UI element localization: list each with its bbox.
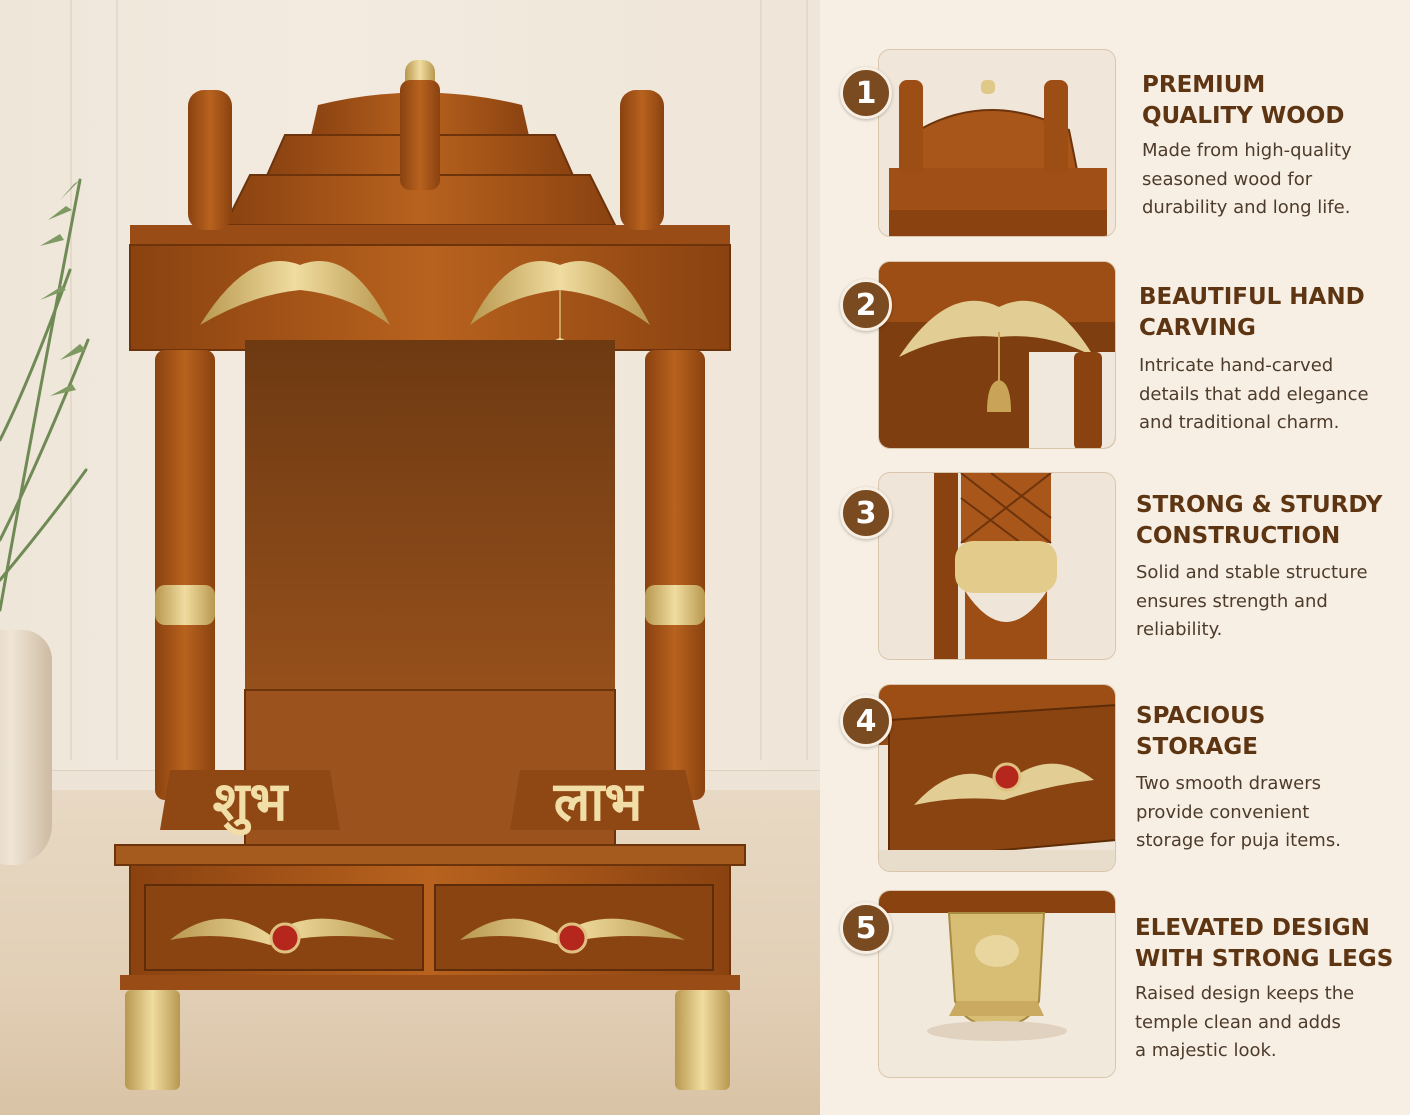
product-hero: शुभ लाभ (0, 0, 820, 1115)
plant-pot (0, 630, 52, 865)
feature-desc-line: ensures strength and (1136, 590, 1328, 612)
feature-desc-line: seasoned wood for (1142, 168, 1313, 190)
feature-desc-line: temple clean and adds (1135, 1011, 1341, 1033)
feature-item: 3 STRONG & STURDY CONSTRUCTION Solid and… (820, 472, 1410, 662)
feature-number-badge: 3 (840, 487, 892, 539)
feature-number-badge: 4 (840, 695, 892, 747)
feature-desc-line: Raised design keeps the (1135, 983, 1355, 1004)
feature-item: 4 SPACIOUS STORAGE Two smooth drawers pr… (820, 683, 1410, 873)
feature-desc-line: Made from high-quality (1142, 140, 1352, 161)
feature-description: Solid and stable structure ensures stren… (1136, 559, 1386, 645)
feature-title: PREMIUM QUALITY WOOD (1142, 70, 1410, 132)
feature-title-line: BEAUTIFUL HAND (1139, 284, 1365, 310)
feature-desc-line: Two smooth drawers (1136, 773, 1322, 794)
feature-image-pillar (878, 472, 1116, 660)
feature-title-line: STRONG & STURDY (1136, 492, 1383, 518)
feature-item: 1 PREMIUM QUALITY WOOD Made from high-qu… (820, 48, 1410, 238)
feature-item: 5 ELEVATED DESIGN WITH STRONG LEGS Raise… (820, 889, 1410, 1079)
feature-desc-line: a majestic look. (1135, 1040, 1277, 1061)
feature-title-line: CONSTRUCTION (1136, 523, 1341, 549)
feature-desc-line: Solid and stable structure (1136, 562, 1368, 583)
feature-number-badge: 5 (840, 902, 892, 954)
feature-image-wood-top (878, 49, 1116, 237)
feature-desc-line: Intricate hand-carved (1139, 355, 1334, 376)
plant-icon (0, 178, 90, 612)
feature-item: 2 BEAUTIFUL HAND CARVING Intricate hand-… (820, 260, 1410, 450)
feature-image-carving (878, 261, 1116, 449)
feature-title-line: WITH STRONG LEGS (1135, 946, 1394, 972)
feature-desc-line: provide convenient (1136, 801, 1310, 823)
feature-title: SPACIOUS STORAGE (1136, 701, 1410, 763)
feature-desc-line: and traditional charm. (1139, 412, 1340, 433)
wooden-temple-image: शुभ लाभ (114, 60, 746, 1090)
feature-image-leg (878, 890, 1116, 1078)
feature-desc-line: reliability. (1136, 619, 1223, 640)
feature-desc-line: details that add elegance (1139, 383, 1369, 405)
labh-label: लाभ (553, 770, 645, 833)
feature-title: BEAUTIFUL HAND CARVING (1139, 282, 1410, 344)
feature-title-line: CARVING (1139, 315, 1256, 341)
feature-title-line: ELEVATED DESIGN (1135, 915, 1370, 941)
feature-desc-line: durability and long life. (1142, 197, 1351, 218)
feature-title-line: SPACIOUS (1136, 703, 1266, 729)
feature-description: Intricate hand-carved details that add e… (1139, 352, 1389, 438)
feature-title: ELEVATED DESIGN WITH STRONG LEGS (1135, 913, 1410, 975)
feature-desc-line: storage for puja items. (1136, 830, 1341, 851)
feature-title-line: QUALITY WOOD (1142, 103, 1345, 129)
feature-title: STRONG & STURDY CONSTRUCTION (1136, 490, 1410, 552)
feature-list: 1 PREMIUM QUALITY WOOD Made from high-qu… (820, 0, 1410, 1115)
wall-molding (760, 0, 808, 760)
shubh-label: शुभ (213, 770, 290, 836)
feature-description: Made from high-quality seasoned wood for… (1142, 137, 1392, 223)
feature-image-drawer (878, 684, 1116, 872)
feature-description: Raised design keeps the temple clean and… (1135, 980, 1385, 1066)
feature-description: Two smooth drawers provide convenient st… (1136, 770, 1386, 856)
feature-title-line: PREMIUM (1142, 72, 1266, 98)
feature-number-badge: 2 (840, 279, 892, 331)
feature-title-line: STORAGE (1136, 734, 1258, 760)
feature-number-badge: 1 (840, 67, 892, 119)
